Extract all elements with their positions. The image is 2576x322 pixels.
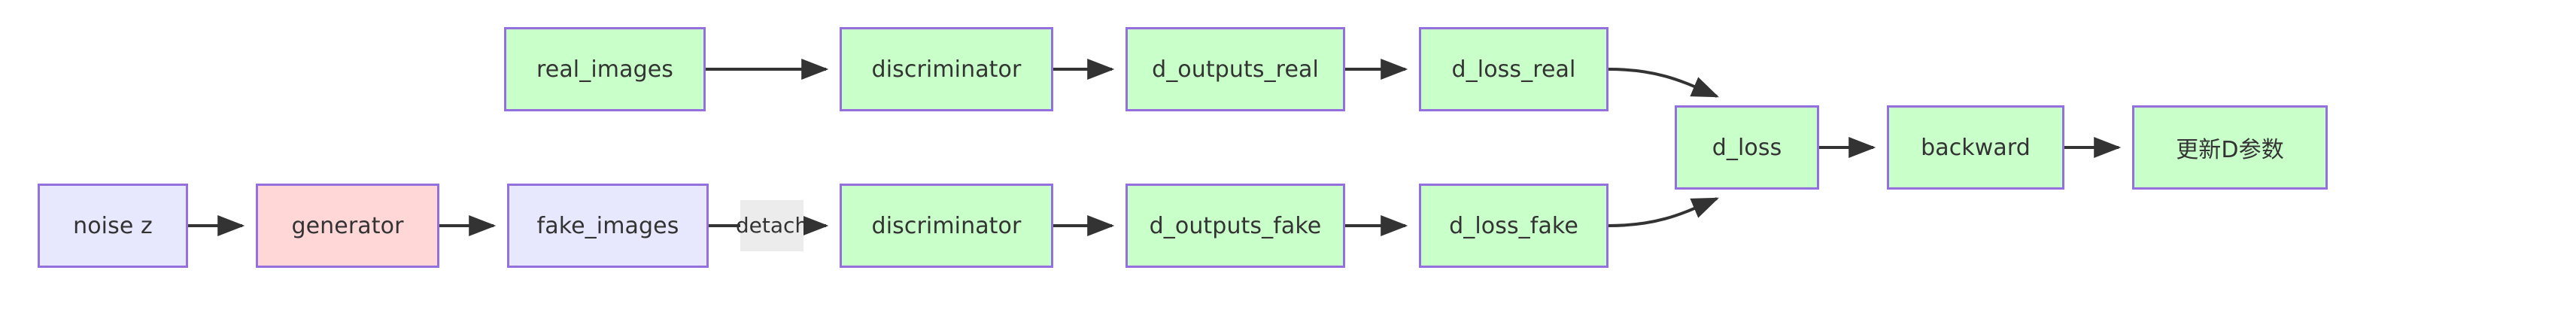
edge-d_loss_fake-d_loss	[1608, 197, 1719, 227]
node-label: backward	[1921, 134, 2031, 161]
node-discriminator-fake[interactable]: discriminator	[840, 184, 1053, 268]
node-label: noise z	[73, 212, 153, 239]
node-label: d_outputs_real	[1152, 56, 1319, 83]
node-d-loss[interactable]: d_loss	[1675, 105, 1819, 190]
edge-d_loss_real-d_loss	[1608, 68, 1719, 98]
node-fake-images[interactable]: fake_images	[507, 184, 709, 268]
node-label: real_images	[536, 56, 674, 83]
node-label: 更新D参数	[2176, 137, 2284, 163]
node-update-d-params[interactable]: 更新D参数	[2132, 105, 2328, 190]
edge-label-detach: detach	[736, 200, 808, 251]
node-label: generator	[291, 212, 404, 239]
edge-label-text: detach	[735, 212, 809, 238]
node-label: fake_images	[536, 212, 679, 239]
node-label: d_outputs_fake	[1149, 212, 1322, 239]
node-label: d_loss_real	[1451, 56, 1576, 83]
node-backward[interactable]: backward	[1887, 105, 2064, 190]
node-label: discriminator	[871, 212, 1022, 239]
node-noise-z[interactable]: noise z	[38, 184, 188, 268]
node-label: d_loss_fake	[1449, 212, 1578, 239]
node-discriminator-real[interactable]: discriminator	[840, 27, 1053, 111]
node-d-outputs-real[interactable]: d_outputs_real	[1125, 27, 1345, 111]
node-label: discriminator	[871, 56, 1022, 83]
node-d-loss-real[interactable]: d_loss_real	[1419, 27, 1608, 111]
node-label: d_loss	[1712, 134, 1782, 161]
node-real-images[interactable]: real_images	[504, 27, 706, 111]
node-d-outputs-fake[interactable]: d_outputs_fake	[1125, 184, 1345, 268]
node-d-loss-fake[interactable]: d_loss_fake	[1419, 184, 1608, 268]
node-generator[interactable]: generator	[256, 184, 439, 268]
